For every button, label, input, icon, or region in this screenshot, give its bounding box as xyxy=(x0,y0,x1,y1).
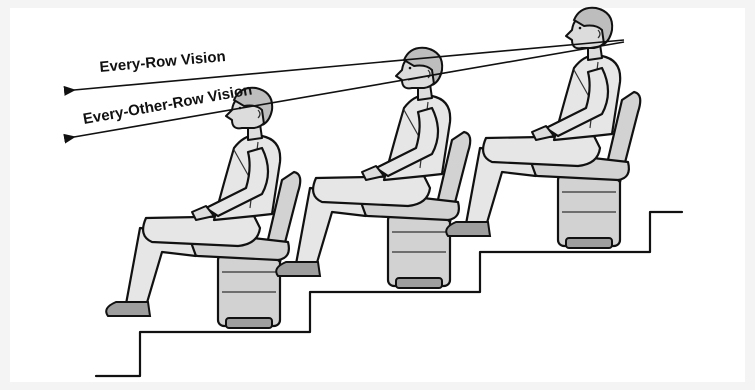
every-row-label: Every-Row Vision xyxy=(99,48,226,76)
seated-person-middle-row xyxy=(276,48,470,288)
seated-person-front-row xyxy=(106,88,300,328)
